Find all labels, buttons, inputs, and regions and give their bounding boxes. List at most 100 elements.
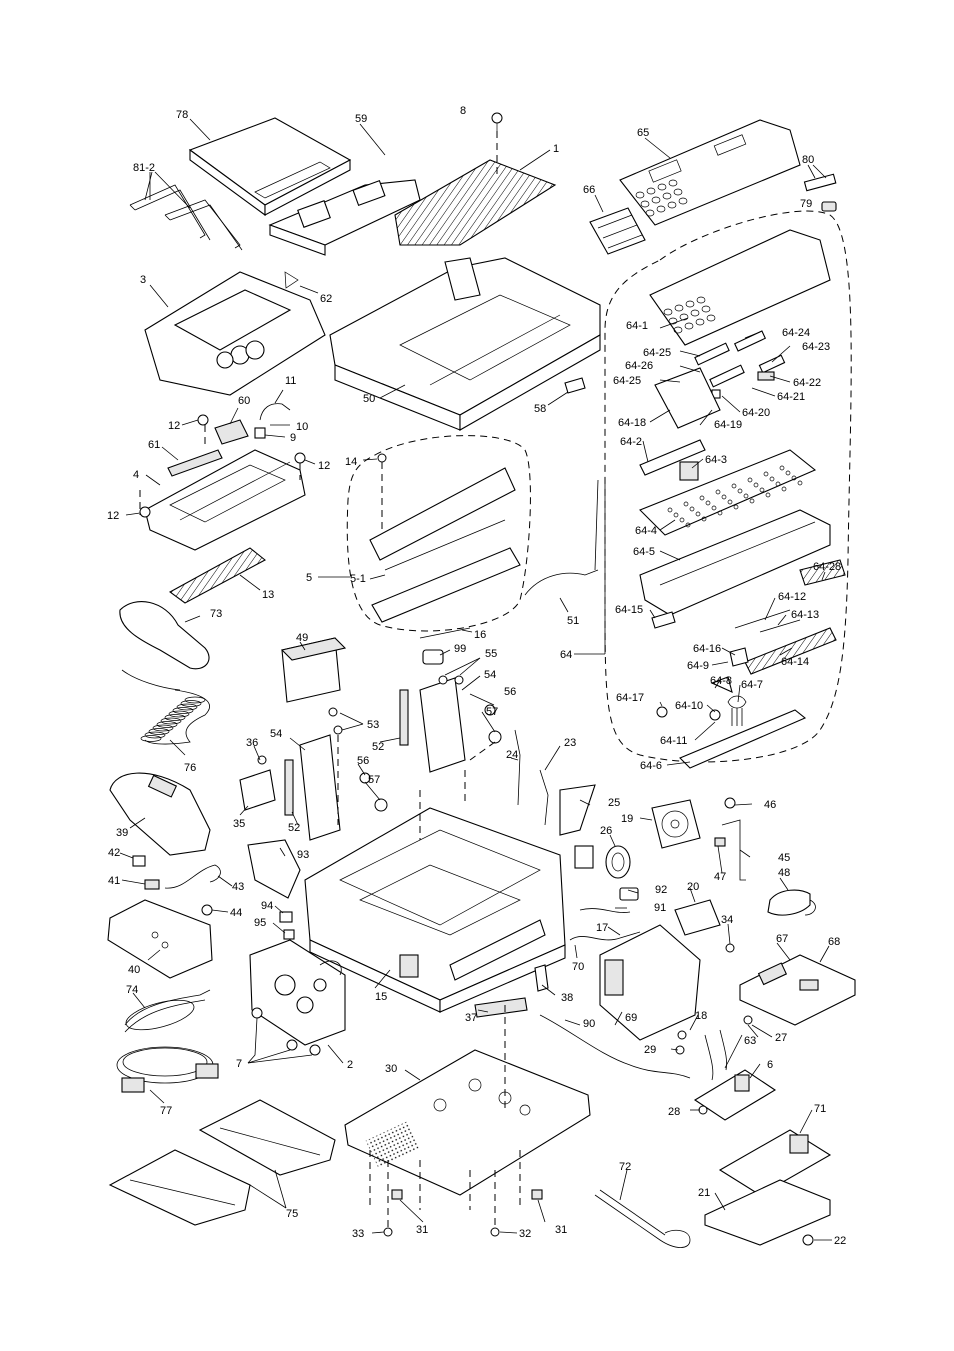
board-contact <box>775 481 781 487</box>
label-43: 43 <box>232 881 244 893</box>
label-64-2: 64-2 <box>620 436 642 448</box>
coil-loop <box>168 710 190 718</box>
coil-loop <box>180 700 202 707</box>
board-contact <box>695 511 701 517</box>
panel-key <box>678 197 688 205</box>
label-4: 4 <box>133 469 139 481</box>
label-55: 55 <box>485 648 497 660</box>
board-contact <box>759 487 765 493</box>
part-93-cover <box>247 839 301 899</box>
coil-loop <box>184 696 206 704</box>
part-94-95-parts <box>279 911 295 940</box>
label-64-1: 64-1 <box>626 320 648 332</box>
label-19: 19 <box>621 813 633 825</box>
part-37-strip <box>474 997 528 1018</box>
part-90-cable <box>539 1014 691 1079</box>
panel-key <box>657 183 667 191</box>
part-21-plate <box>704 1179 831 1246</box>
label-71: 71 <box>814 1103 826 1115</box>
coil-loop <box>172 707 194 714</box>
label-14: 14 <box>345 456 357 468</box>
label-68: 68 <box>828 936 840 948</box>
region-5-unit <box>346 435 531 632</box>
part-39-cradle <box>109 772 211 856</box>
coil-loop <box>176 703 198 711</box>
label-64-6: 64-6 <box>640 760 662 772</box>
label-22: 22 <box>834 1235 846 1247</box>
part-28-screw <box>698 1105 708 1115</box>
part-77-cable <box>116 1046 219 1093</box>
label-64-3: 64-3 <box>705 454 727 466</box>
label-64-15: 64-15 <box>615 604 643 616</box>
label-64-26: 64-26 <box>625 360 653 372</box>
label-64-23: 64-23 <box>802 341 830 353</box>
board-contact <box>791 475 797 481</box>
label-92: 92 <box>655 884 667 896</box>
board-contact <box>667 507 673 513</box>
label-64-7: 64-7 <box>741 679 763 691</box>
part-64-14-strip <box>744 627 837 675</box>
part-16-rod <box>419 627 471 639</box>
label-94: 94 <box>261 900 273 912</box>
part-80-buttons <box>803 173 837 192</box>
part-4-frame <box>144 449 306 551</box>
part-64-4-board <box>639 449 817 536</box>
panel-key <box>640 200 650 208</box>
panel-key <box>685 300 695 308</box>
board-contact <box>785 470 791 476</box>
label-11: 11 <box>285 375 296 387</box>
label-12b: 12 <box>318 460 330 472</box>
board-contact <box>699 495 705 501</box>
part-78-cover <box>188 117 352 217</box>
part-59-paper-guide <box>268 179 421 256</box>
coil-loop <box>164 714 186 721</box>
panel-key <box>662 192 672 200</box>
board-contact <box>781 486 787 492</box>
label-95: 95 <box>254 917 266 929</box>
label-31a: 31 <box>416 1224 428 1236</box>
board-contact <box>685 522 691 528</box>
panel-key <box>673 326 683 334</box>
part-23-24-25-levers <box>514 729 596 836</box>
part-72-ribbon <box>594 1189 691 1248</box>
label-64-17: 64-17 <box>616 692 644 704</box>
board-contact <box>769 476 775 482</box>
part-64-keys <box>654 330 786 429</box>
label-12a: 12 <box>168 420 180 432</box>
label-64-21: 64-21 <box>777 391 805 403</box>
coil-loop <box>152 724 174 732</box>
label-42: 42 <box>108 847 120 859</box>
part-2-gear-unit <box>249 939 346 1046</box>
part-65-panel-sheet <box>619 119 801 226</box>
label-16: 16 <box>474 629 486 641</box>
part-20-plate <box>674 899 721 936</box>
part-54-side-plates <box>299 677 466 841</box>
board-contact <box>753 482 759 488</box>
part-48-battery <box>767 889 816 916</box>
part-69-board <box>599 924 701 1041</box>
label-36: 36 <box>246 737 258 749</box>
panel-key <box>673 188 683 196</box>
label-64-18: 64-18 <box>618 417 646 429</box>
label-25: 25 <box>608 797 620 809</box>
label-8: 8 <box>460 105 466 117</box>
panel-key <box>679 313 689 321</box>
label-64-25b: 64-25 <box>613 375 641 387</box>
part-38-latch <box>534 964 549 992</box>
label-30: 30 <box>385 1063 397 1075</box>
board-contact <box>747 477 753 483</box>
label-18: 18 <box>695 1010 707 1022</box>
label-70: 70 <box>572 961 584 973</box>
label-64-14: 64-14 <box>781 656 809 668</box>
panel-key <box>635 191 645 199</box>
panel-key <box>667 201 677 209</box>
board-contact <box>701 516 707 522</box>
part-74-cord <box>124 989 211 1033</box>
board-contact <box>705 500 711 506</box>
board-contact <box>711 505 717 511</box>
part-15-chassis <box>304 807 566 1013</box>
label-75: 75 <box>286 1208 298 1220</box>
panel-key <box>684 322 694 330</box>
label-66: 66 <box>583 184 595 196</box>
label-62: 62 <box>320 293 332 305</box>
